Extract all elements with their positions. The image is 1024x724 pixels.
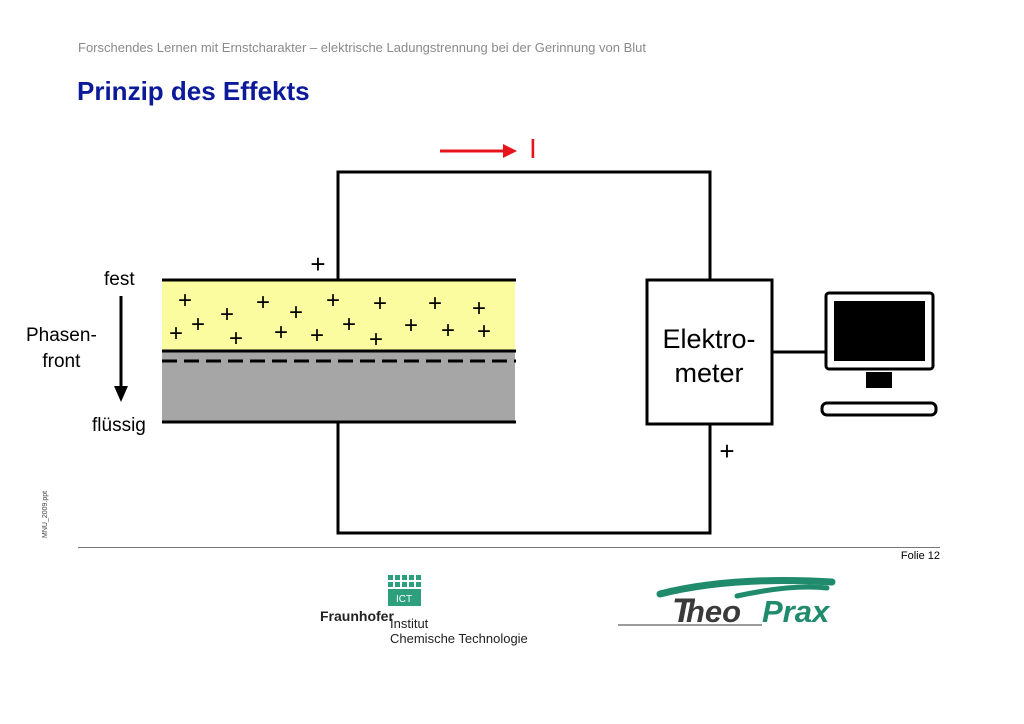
svg-text:Prax: Prax <box>762 594 831 629</box>
label-solid: fest <box>104 269 135 290</box>
plus-charge-8: + <box>169 320 183 347</box>
plus-charge-9: + <box>191 311 205 338</box>
plus-charge-12: + <box>310 322 324 349</box>
current-label: I <box>529 133 537 164</box>
fraunhofer-ict-logo-icon: ICT <box>388 575 421 606</box>
electrometer-box <box>645 278 774 426</box>
plus-charge-0: + <box>178 287 192 314</box>
plus-charge-11: + <box>274 319 288 346</box>
svg-text:T: T <box>672 592 696 630</box>
plus-charge-4: + <box>326 287 340 314</box>
positive-charges: ++++++++++++++++++ <box>169 287 491 353</box>
plus-charge-15: + <box>404 312 418 339</box>
plus-charge-3: + <box>289 299 303 326</box>
plus-charge-16: + <box>441 317 455 344</box>
electrometer-label-line2: meter <box>674 358 744 388</box>
plus-electrometer: + <box>719 436 734 466</box>
electrometer-label: Elektro- meter <box>648 322 770 390</box>
phase-front-arrow <box>114 296 128 402</box>
electrometer-label-line1: Elektro- <box>662 324 756 354</box>
file-name-label: MNU_2009.ppt <box>42 490 49 538</box>
plus-charge-17: + <box>477 318 491 345</box>
footer-divider <box>78 547 940 548</box>
current-arrow <box>440 144 517 158</box>
slide-title: Prinzip des Effekts <box>77 76 310 106</box>
institute-line1: Institut <box>390 616 429 631</box>
label-phase-front-line1: Phasen- <box>26 325 97 346</box>
plus-charge-5: + <box>373 290 387 317</box>
institute-name: Institut Chemische Technologie <box>390 616 528 646</box>
slide-subtitle: Forschendes Lernen mit Ernstcharakter – … <box>78 40 646 55</box>
theoprax-logo: heo T Prax <box>618 577 836 630</box>
plus-charge-13: + <box>342 311 356 338</box>
fraunhofer-name: Fraunhofer <box>320 608 394 624</box>
circuit-wire-top <box>336 170 712 280</box>
svg-text:heo: heo <box>686 594 741 629</box>
plus-charge-10: + <box>229 325 243 352</box>
plus-charge-7: + <box>472 295 486 322</box>
circuit-wire-bottom <box>336 422 712 535</box>
label-phase-front: Phasen- front <box>26 323 97 375</box>
label-phase-front-line2: front <box>42 351 81 372</box>
computer-icon <box>820 291 938 417</box>
plus-charge-6: + <box>428 290 442 317</box>
plus-top-wire: + <box>310 249 325 279</box>
plus-charge-2: + <box>256 289 270 316</box>
institute-line2: Chemische Technologie <box>390 631 528 646</box>
plus-charge-14: + <box>369 326 383 353</box>
liquid-layer <box>162 351 515 422</box>
label-liquid: flüssig <box>92 415 146 436</box>
ict-badge-text: ICT <box>396 594 412 605</box>
plus-charge-1: + <box>220 301 234 328</box>
solid-layer <box>162 280 515 351</box>
page-number: Folie 12 <box>900 550 940 562</box>
